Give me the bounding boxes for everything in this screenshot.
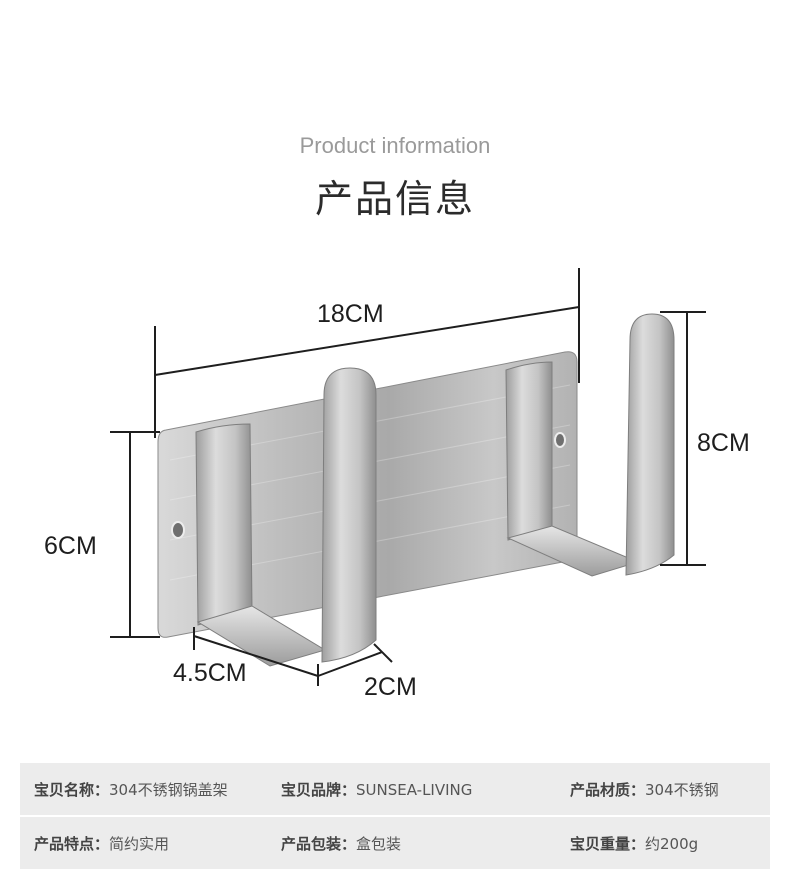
left-holder-inner-arm bbox=[195, 423, 253, 626]
spec-cell-packaging: 产品包装：盒包装 bbox=[281, 835, 402, 853]
small-height-label: 6CM bbox=[44, 532, 97, 560]
large-height-dimension bbox=[660, 311, 706, 566]
gap-label: 2CM bbox=[364, 673, 417, 701]
depth-label: 4.5CM bbox=[173, 659, 247, 687]
width-label: 18CM bbox=[317, 300, 384, 328]
section-title: 产品信息 bbox=[314, 177, 475, 221]
large-height-label: 8CM bbox=[697, 429, 750, 457]
spec-row: 产品特点：简约实用 产品包装：盒包装 宝贝重量：约200g bbox=[20, 817, 770, 869]
spec-divider bbox=[20, 815, 770, 817]
spec-cell-brand: 宝贝品牌：SUNSEA-LIVING bbox=[281, 781, 473, 799]
section-subtitle: Product information bbox=[299, 133, 491, 158]
spec-cell-weight: 宝贝重量：约200g bbox=[570, 835, 699, 853]
right-holder-inner-arm bbox=[505, 361, 553, 541]
spec-cell-material: 产品材质：304不锈钢 bbox=[570, 781, 719, 799]
gap-dimension bbox=[317, 643, 393, 677]
left-holder-front-arm bbox=[321, 367, 377, 663]
spec-cell-name: 宝贝名称：304不锈钢锅盖架 bbox=[34, 781, 228, 799]
product-dimension-diagram: 18CM 6CM 8CM 4.5CM 2CM bbox=[44, 268, 750, 701]
mounting-hole-left bbox=[171, 521, 185, 539]
width-dimension bbox=[154, 268, 580, 438]
mounting-hole-right bbox=[554, 432, 566, 448]
right-holder-front-arm bbox=[625, 313, 675, 576]
spec-table: 宝贝名称：304不锈钢锅盖架 宝贝品牌：SUNSEA-LIVING 产品材质：3… bbox=[20, 763, 770, 869]
spec-row: 宝贝名称：304不锈钢锅盖架 宝贝品牌：SUNSEA-LIVING 产品材质：3… bbox=[20, 763, 770, 815]
small-height-dimension bbox=[110, 431, 160, 638]
spec-cell-feature: 产品特点：简约实用 bbox=[34, 835, 170, 853]
